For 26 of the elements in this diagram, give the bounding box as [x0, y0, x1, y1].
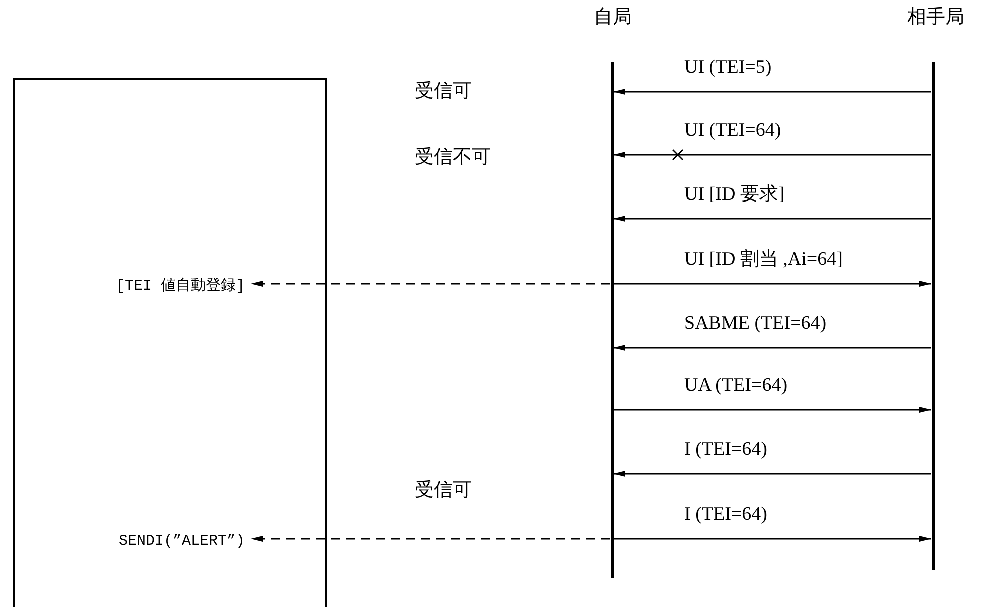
arrow: [614, 471, 932, 477]
process-box: [13, 78, 327, 607]
edge-label: I (TEI=64): [684, 438, 768, 462]
node-text: [TEI 値自動登録]: [30, 277, 245, 297]
arrow: [614, 281, 932, 287]
lifeline-header: 相手局: [906, 6, 966, 30]
edge-label: SABME (TEI=64): [684, 312, 827, 336]
status-note: 受信不可: [415, 146, 491, 170]
status-note: 受信可: [415, 80, 472, 104]
arrow: [614, 407, 932, 413]
edge-label: UI [ID 割当 ,Ai=64]: [684, 248, 843, 272]
lifeline-header: 自局: [593, 6, 633, 30]
arrow: [251, 536, 610, 542]
arrow: [614, 536, 932, 542]
edge-label: UA (TEI=64): [684, 374, 788, 398]
edge-label: UI [ID 要求]: [684, 183, 785, 207]
status-note: 受信可: [415, 479, 472, 503]
arrow: [614, 89, 932, 95]
edge-label: UI (TEI=5): [684, 56, 772, 80]
arrow: [251, 281, 610, 287]
arrow: [614, 216, 932, 222]
node-text: SENDI(”ALERT”): [30, 532, 245, 552]
edge-label: I (TEI=64): [684, 503, 768, 527]
arrow: [614, 149, 932, 161]
arrow: [614, 345, 932, 351]
edge-label: UI (TEI=64): [684, 119, 782, 143]
